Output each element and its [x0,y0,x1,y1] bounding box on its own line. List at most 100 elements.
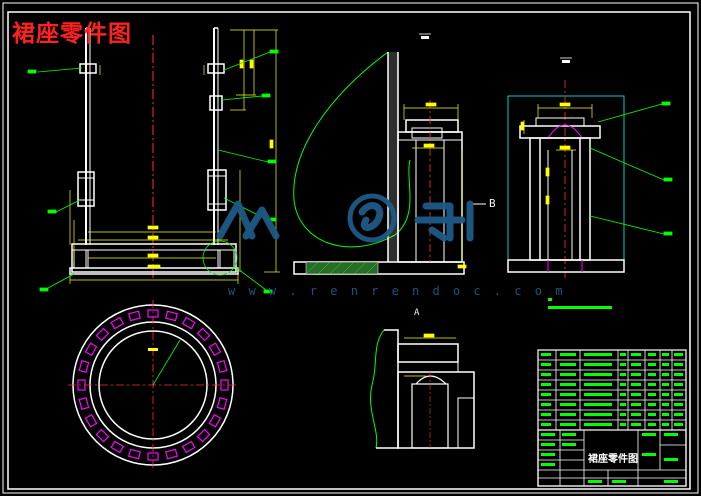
annular-plan-view [68,300,238,468]
parts-list-cell-mark [560,373,576,376]
title-block-cell-mark [664,480,678,483]
parts-list-cell-mark [584,363,612,366]
parts-list-cell-mark [674,423,683,426]
title-block-cell-mark [541,433,555,436]
parts-list-cell-mark [560,353,576,356]
parts-list-cell-mark [662,373,669,376]
anchor-slot [196,428,211,443]
parts-list-cell-mark [541,403,551,406]
parts-list-cell-mark [620,393,626,396]
parts-list-cell-mark [662,363,669,366]
title-block-cell-mark [642,433,656,436]
parts-list-cell-mark [620,403,626,406]
parts-list-cell-mark [648,353,656,356]
watermark-url: w w w . r e n r e n d o c . c o m [228,284,566,298]
parts-list-cell-mark [541,363,551,366]
detail-a-view [370,329,475,449]
parts-list-cell-mark [674,413,683,416]
anchor-slot [216,360,228,373]
anchor-slot [110,316,125,330]
parts-list-cell-mark [541,383,551,386]
anchor-slot [165,448,178,460]
title-block-cell-mark [664,458,678,461]
parts-list-cell-mark [560,403,576,406]
parts-list-cell-mark [674,383,683,386]
anchor-slot [196,327,211,342]
title-block-cell-mark [664,433,678,436]
main-view-dimensions [69,29,280,284]
anchor-slot [95,428,110,443]
parts-list-cell-mark [620,353,626,356]
anchor-slot [147,309,159,318]
parts-list-cell-mark [560,423,576,426]
anchor-slot [95,327,110,342]
parts-list-cell-mark [631,393,641,396]
parts-list-cell-mark [620,423,626,426]
anchor-slot [128,310,141,322]
anchor-slots [77,309,229,461]
anchor-slot [78,397,90,410]
parts-list-cell-mark [541,393,551,396]
titleblock-drawing-name: 裙座零件图 [588,454,638,465]
anchor-slot [208,342,222,357]
parts-list-cell-mark [631,363,641,366]
parts-list-cell-mark [631,413,641,416]
parts-list-cell-mark [584,383,612,386]
parts-list-cell-mark [648,383,656,386]
anchor-slot [128,448,141,460]
parts-list-cell-mark [584,393,612,396]
title-block-cell-mark [562,443,576,446]
title-block-cell-mark [541,443,555,446]
title-block-cell-mark [541,453,555,456]
parts-list-cell-mark [620,373,626,376]
parts-list-cell-mark [584,413,612,416]
anchor-slot [84,413,98,428]
side-view [507,57,673,309]
parts-list-cell-mark [648,413,656,416]
anchor-slot [84,342,98,357]
parts-list-cell-mark [662,423,669,426]
parts-list-cell-mark [662,413,669,416]
parts-list-cell-mark [560,413,576,416]
parts-list-cell-mark [648,363,656,366]
parts-list-cell-mark [560,363,576,366]
anchor-slot [181,440,196,454]
parts-list-cell-mark [631,373,641,376]
anchor-slot [216,397,228,410]
drawing-title: 裙座零件图 [12,20,132,47]
detail-a-label: A [414,308,420,318]
parts-list-cell-mark [662,383,669,386]
parts-list-cell-mark [620,363,626,366]
parts-list-cell-mark [584,403,612,406]
parts-list-cell-mark [584,373,612,376]
anchor-slot [147,452,159,461]
parts-list-cell-marks [541,353,683,483]
parts-list-cell-mark [620,413,626,416]
parts-list-cell-mark [662,353,669,356]
title-block-cell-mark [562,433,576,436]
anchor-slot [77,379,86,391]
parts-list-cell-mark [648,423,656,426]
section-b-label: B [489,197,496,210]
parts-list-cell-mark [648,373,656,376]
anchor-slot [165,310,178,322]
title-block-cell-mark [612,480,626,483]
parts-list-cell-mark [648,393,656,396]
anchor-slot [208,413,222,428]
title-block [537,349,687,487]
parts-list-cell-mark [541,423,551,426]
parts-list-cell-mark [584,423,612,426]
parts-list-cell-mark [662,403,669,406]
parts-list-cell-mark [631,353,641,356]
section-view [293,33,486,275]
parts-list-cell-mark [674,393,683,396]
parts-list-cell-mark [674,363,683,366]
parts-list-cell-mark [620,383,626,386]
anchor-slot [181,316,196,330]
parts-list-cell-mark [662,393,669,396]
title-block-cell-mark [642,453,656,456]
title-block-cell-mark [588,480,602,483]
parts-list-cell-mark [674,353,683,356]
parts-list-cell-mark [674,403,683,406]
